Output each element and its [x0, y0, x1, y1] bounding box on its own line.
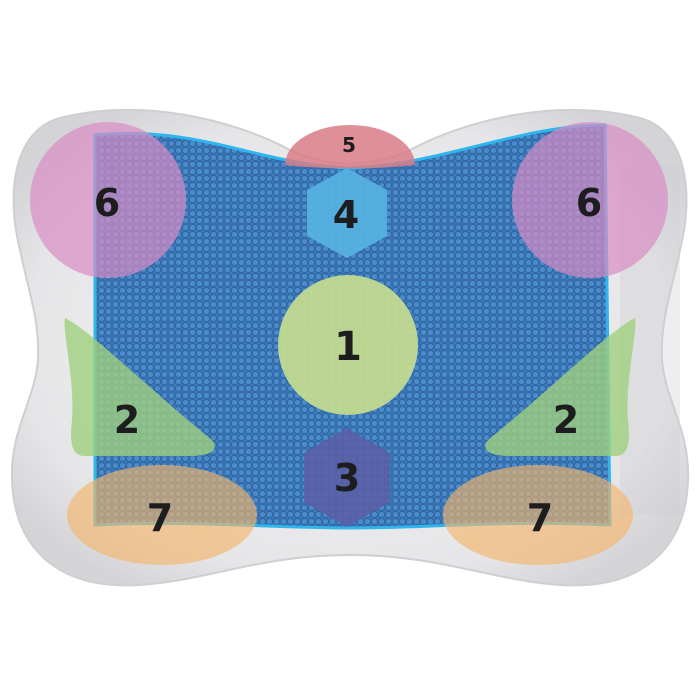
zone-3-label: 3 — [334, 456, 360, 500]
zone-3-shape — [304, 428, 390, 527]
zone-7-right: 7 — [443, 465, 633, 565]
zone-5: 5 — [285, 125, 415, 169]
zone-4-label: 4 — [333, 193, 359, 237]
zone-7-left-shape — [67, 465, 257, 565]
zone-6-left-shape — [30, 122, 186, 278]
zone-6-right-label: 6 — [576, 181, 602, 225]
zone-7-left: 7 — [67, 465, 257, 565]
zone-1: 1 — [278, 275, 418, 415]
zone-5-label: 5 — [342, 133, 356, 157]
zone-6-left: 6 — [30, 122, 186, 278]
zone-2-right: 2 — [485, 318, 636, 456]
zone-6-right-shape — [512, 122, 668, 278]
zone-5-shape — [285, 125, 415, 169]
zone-2-right-shape — [485, 318, 636, 456]
zone-2-right-label: 2 — [553, 398, 579, 442]
zone-6-right: 6 — [512, 122, 668, 278]
zone-2-left-shape — [64, 318, 215, 456]
zone-7-left-label: 7 — [147, 496, 173, 540]
zone-1-label: 1 — [334, 324, 362, 370]
zone-2-left-label: 2 — [114, 398, 140, 442]
zone-2-left: 2 — [64, 318, 215, 456]
zone-6-left-label: 6 — [94, 181, 120, 225]
zone-7-right-label: 7 — [527, 496, 553, 540]
zone-3: 3 — [304, 428, 390, 527]
zone-7-right-shape — [443, 465, 633, 565]
zone-1-shape — [278, 275, 418, 415]
zone-4: 4 — [307, 168, 387, 258]
zone-4-shape — [307, 168, 387, 258]
